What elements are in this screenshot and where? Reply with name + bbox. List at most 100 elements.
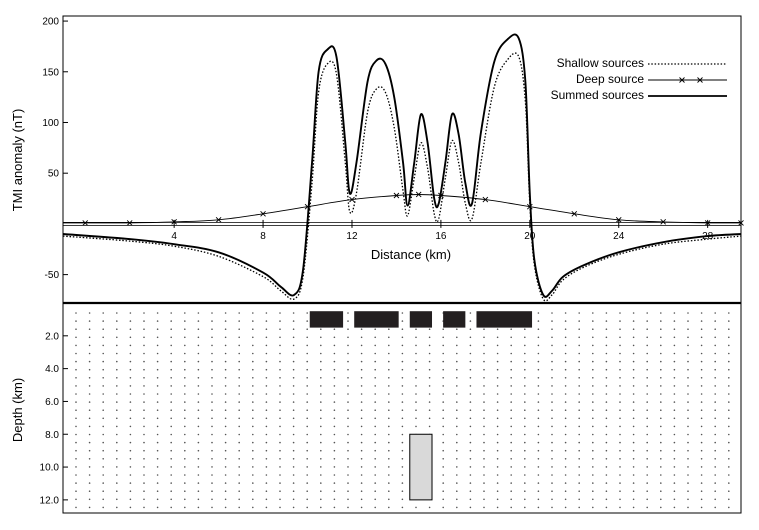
- grid-dot: [456, 344, 458, 347]
- grid-dot: [170, 458, 172, 460]
- grid-dot: [401, 458, 404, 460]
- grid-dot: [728, 368, 730, 371]
- grid-dot: [619, 320, 621, 322]
- grid-dot: [388, 441, 390, 444]
- grid-dot: [88, 344, 91, 347]
- x-tick-label: 20: [524, 231, 536, 242]
- grid-dot: [456, 458, 458, 460]
- grid-dot: [292, 409, 295, 412]
- grid-dot: [129, 425, 132, 428]
- grid-dot: [632, 425, 635, 428]
- grid-dot: [279, 458, 281, 460]
- grid-dot: [619, 458, 621, 460]
- grid-dot: [646, 449, 648, 452]
- grid-dot: [483, 393, 485, 395]
- grid-dot: [728, 417, 730, 420]
- grid-dot: [360, 352, 363, 355]
- grid-dot: [415, 336, 417, 339]
- grid-dot: [415, 425, 417, 428]
- grid-dot: [401, 352, 404, 355]
- grid-dot: [660, 312, 662, 314]
- grid-dot: [551, 360, 553, 363]
- grid-dot: [170, 433, 172, 436]
- grid-dot: [197, 490, 200, 493]
- grid-dot: [605, 312, 608, 314]
- grid-dot: [265, 425, 268, 428]
- grid-dot: [401, 377, 404, 379]
- grid-dot: [88, 474, 91, 476]
- grid-dot: [75, 377, 77, 379]
- grid-dot: [129, 336, 132, 339]
- grid-dot: [578, 352, 580, 355]
- grid-dot: [306, 417, 309, 420]
- grid-dot: [143, 458, 145, 460]
- grid-dot: [551, 466, 553, 468]
- grid-dot: [238, 320, 240, 322]
- grid-dot: [211, 385, 213, 387]
- grid-dot: [687, 433, 689, 436]
- grid-dot: [265, 377, 268, 379]
- grid-dot: [483, 368, 485, 371]
- grid-dot: [428, 360, 431, 363]
- grid-dot: [388, 409, 390, 412]
- grid-dot: [88, 466, 91, 468]
- grid-dot: [564, 328, 567, 331]
- grid-dot: [374, 449, 377, 452]
- grid-dot: [564, 474, 567, 476]
- grid-dot: [238, 506, 240, 509]
- grid-dot: [510, 360, 512, 363]
- grid-dot: [88, 482, 91, 484]
- grid-dot: [469, 466, 472, 468]
- grid-dot: [224, 490, 227, 493]
- grid-dot: [605, 474, 608, 476]
- grid-dot: [469, 441, 472, 444]
- grid-dot: [564, 449, 567, 452]
- series-line-shallow-sources: [62, 52, 742, 302]
- grid-dot: [306, 498, 309, 501]
- grid-dot: [537, 498, 540, 501]
- grid-dot: [483, 498, 485, 501]
- grid-dot: [469, 393, 472, 395]
- grid-dot: [306, 336, 309, 339]
- grid-dot: [510, 441, 512, 444]
- grid-dot: [360, 506, 363, 509]
- grid-dot: [211, 482, 213, 484]
- grid-dot: [197, 352, 200, 355]
- grid-dot: [347, 360, 349, 363]
- grid-dot: [238, 328, 240, 331]
- grid-dot: [564, 458, 567, 460]
- grid-dot: [197, 433, 200, 436]
- grid-dot: [700, 385, 703, 387]
- grid-dot: [184, 368, 186, 371]
- grid-dot: [279, 441, 281, 444]
- depth-tick-label: 6.0: [45, 397, 59, 408]
- grid-dot: [660, 498, 662, 501]
- grid-dot: [360, 336, 363, 339]
- grid-dot: [428, 328, 431, 331]
- grid-dot: [306, 409, 309, 412]
- grid-dot: [197, 385, 200, 387]
- grid-dot: [156, 498, 159, 501]
- grid-dot: [292, 377, 295, 379]
- grid-dot: [714, 425, 716, 428]
- grid-dot: [211, 498, 213, 501]
- grid-dot: [687, 385, 689, 387]
- model-grid-dots: [75, 312, 730, 509]
- grid-dot: [619, 368, 621, 371]
- grid-dot: [143, 466, 145, 468]
- grid-dot: [524, 393, 526, 395]
- grid-dot: [401, 344, 404, 347]
- grid-dot: [88, 401, 91, 403]
- grid-dot: [102, 344, 104, 347]
- grid-dot: [728, 458, 730, 460]
- grid-dot: [578, 474, 580, 476]
- grid-dot: [632, 498, 635, 501]
- grid-dot: [211, 320, 213, 322]
- grid-dot: [660, 336, 662, 339]
- grid-dot: [483, 458, 485, 460]
- grid-dot: [184, 458, 186, 460]
- grid-dot: [551, 474, 553, 476]
- grid-dot: [197, 449, 200, 452]
- grid-dot: [156, 336, 159, 339]
